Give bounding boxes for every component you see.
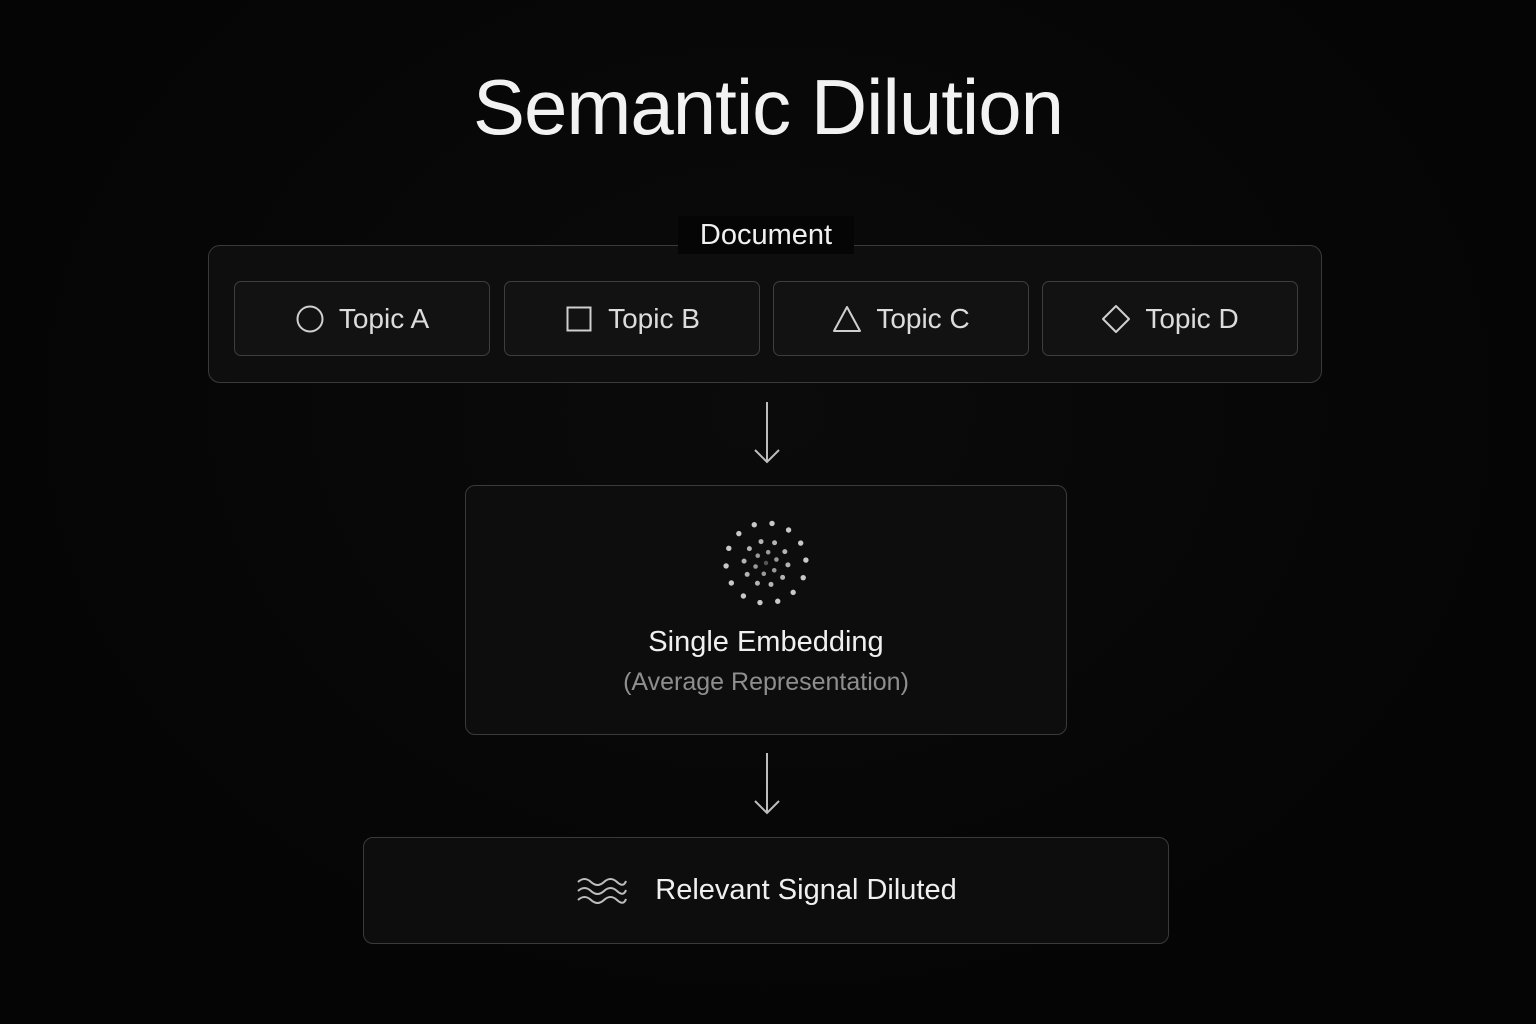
topic-box-c: Topic C — [773, 281, 1029, 356]
document-label: Document — [678, 216, 854, 254]
cluster-dot — [744, 571, 750, 577]
cluster-dot — [785, 562, 791, 568]
cluster-dot — [775, 598, 781, 604]
cluster-dot — [751, 522, 757, 528]
cluster-dot — [753, 564, 758, 569]
diagram-title: Semantic Dilution — [473, 63, 1064, 151]
cluster-dot — [728, 580, 735, 586]
cluster-dot — [765, 549, 771, 555]
topic-label-b: Topic B — [608, 302, 700, 334]
cluster-dot — [740, 593, 747, 599]
cluster-dot — [758, 539, 764, 545]
embedding-subtitle: (Average Representation) — [623, 668, 909, 696]
cluster-dot — [790, 589, 796, 596]
cluster-dot — [772, 540, 778, 546]
topic-box-a: Topic A — [234, 281, 490, 356]
cluster-dot — [746, 546, 752, 552]
square-icon — [566, 306, 592, 331]
arrow-down-icon — [754, 402, 780, 464]
result-box: Relevant Signal Diluted — [363, 837, 1169, 944]
cluster-dot — [736, 530, 742, 537]
cluster-dot — [780, 574, 786, 580]
topic-label-a: Topic A — [338, 302, 430, 334]
cluster-dot — [774, 557, 779, 562]
cluster-dot — [723, 563, 729, 569]
cluster-dot — [782, 549, 788, 555]
diamond-icon — [1102, 304, 1131, 333]
cluster-dot — [761, 571, 767, 577]
topic-box-d: Topic D — [1042, 281, 1298, 356]
cluster-dot — [754, 580, 760, 586]
cluster-dot — [757, 599, 763, 606]
cluster-dot — [800, 574, 806, 581]
cluster-dot — [755, 553, 761, 559]
topic-label-c: Topic C — [876, 302, 970, 334]
cluster-dot — [726, 545, 732, 552]
cluster-dot — [763, 560, 769, 566]
cluster-dot — [803, 557, 809, 563]
embedding-title: Single Embedding — [648, 626, 884, 658]
cluster-dot — [785, 527, 792, 533]
circle-icon — [296, 305, 324, 332]
triangle-icon — [833, 305, 862, 332]
embedding-box — [465, 485, 1067, 735]
topic-label-d: Topic D — [1145, 302, 1239, 334]
cluster-dot — [768, 581, 774, 587]
cluster-dot — [741, 558, 747, 564]
result-label: Relevant Signal Diluted — [655, 874, 957, 906]
cluster-dot — [771, 567, 777, 573]
arrow-down-icon — [754, 753, 780, 815]
dot-cluster-icon — [723, 520, 809, 606]
cluster-dot — [769, 520, 775, 527]
topic-box-b: Topic B — [504, 281, 760, 356]
cluster-dot — [797, 540, 804, 546]
wave-icon — [577, 877, 628, 904]
